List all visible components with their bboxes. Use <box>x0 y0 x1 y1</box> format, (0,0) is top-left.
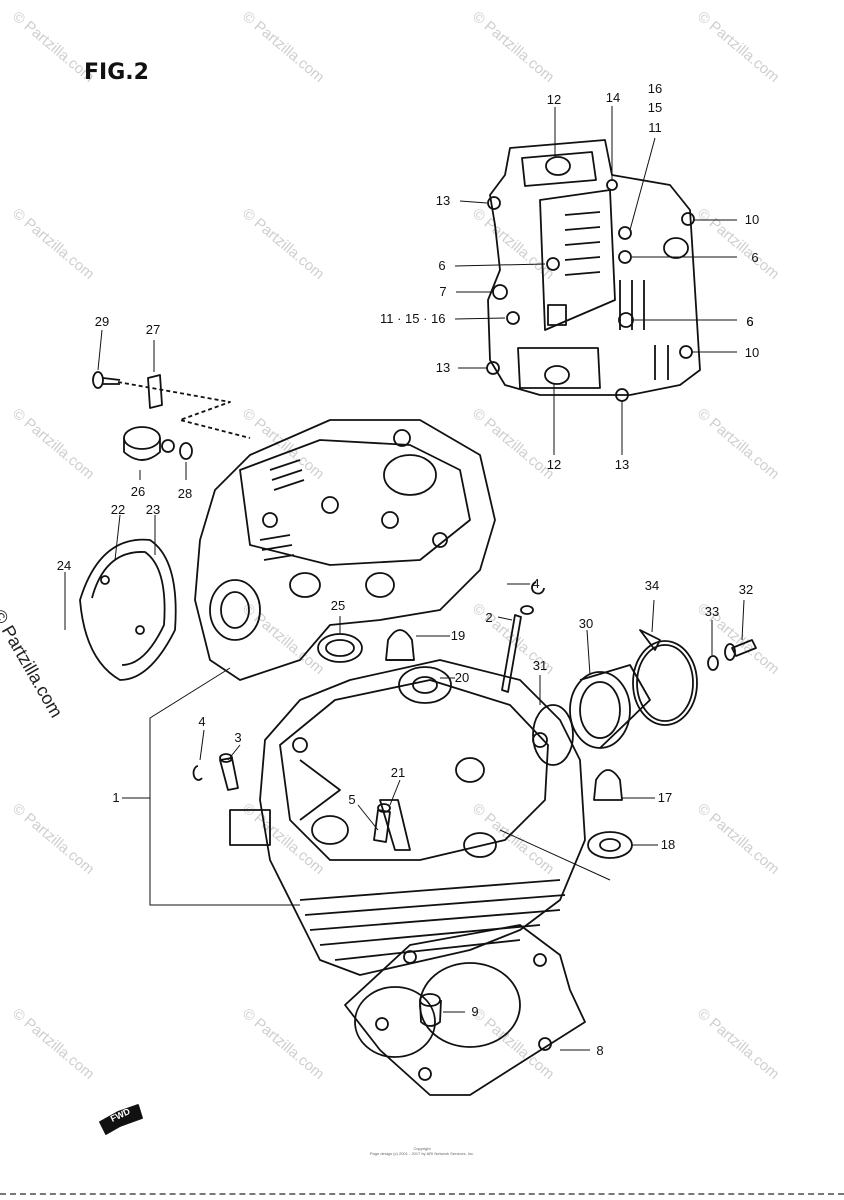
guide-drawing <box>219 753 239 791</box>
callout-number: 15 <box>647 100 663 115</box>
figure-title: FIG.2 <box>84 60 149 85</box>
callout-number: 14 <box>605 90 621 105</box>
callout-number: 3 <box>234 730 242 745</box>
copyright-notice: Copyright Page design (c) 2001 - 2017 by… <box>330 1146 514 1156</box>
callout-number: 8 <box>596 1043 604 1058</box>
callout-number: 4 <box>532 576 540 591</box>
callout-number: 1 <box>112 790 120 805</box>
stud-drawing <box>501 605 534 693</box>
callout-number: 6 <box>751 250 759 265</box>
callout-number: 17 <box>657 790 673 805</box>
callout-number: 30 <box>578 616 594 631</box>
callout-number: 28 <box>177 486 193 501</box>
callout-number: 27 <box>145 322 161 337</box>
callout-number: 31 <box>532 658 548 673</box>
callout-number: 12 <box>546 92 562 107</box>
callout-number: 7 <box>439 284 447 299</box>
callout-number: 6 <box>438 258 446 273</box>
callout-number: 6 <box>746 314 754 329</box>
callout-number: 33 <box>704 604 720 619</box>
cylinder-head-drawing <box>229 659 586 976</box>
callout-number: 23 <box>145 502 161 517</box>
callout-number: 18 <box>660 837 676 852</box>
callout-number: 29 <box>94 314 110 329</box>
callout-number: 12 <box>546 457 562 472</box>
callout-number: 32 <box>738 582 754 597</box>
callout-number: 13 <box>435 360 451 375</box>
copyright-line: Page design (c) 2001 - 2017 by ARI Netwo… <box>369 1151 475 1156</box>
nut-washer-drawing <box>587 769 633 859</box>
clip-drawing <box>192 765 203 781</box>
callout-number: 9 <box>471 1004 479 1019</box>
callout-number: 10 <box>744 212 760 227</box>
callout-number: 25 <box>330 598 346 613</box>
copyright-line: Copyright <box>413 1146 431 1151</box>
callout-number: 6 <box>746 314 754 329</box>
callout-number: 21 <box>390 765 406 780</box>
clip-drawing <box>531 581 545 595</box>
bottom-dashed-border <box>0 1193 844 1195</box>
callout-number: 16 <box>647 81 663 96</box>
leader-lines <box>64 106 745 1051</box>
gasket-drawing <box>344 924 586 1096</box>
callout-number: 2 <box>485 610 493 625</box>
callout-number: 5 <box>348 792 356 807</box>
callout-number: 20 <box>454 670 470 685</box>
callout-number: 34 <box>644 578 660 593</box>
plug-drawing <box>123 426 193 461</box>
spark-plug-drawing <box>373 803 391 843</box>
callout-number: 26 <box>130 484 146 499</box>
head-cover-drawing <box>486 139 701 402</box>
callout-number: 13 <box>614 457 630 472</box>
callout-number: 24 <box>56 558 72 573</box>
cam-housing-drawing <box>194 419 496 681</box>
side-cover-drawing <box>79 538 177 681</box>
callout-number: 11 <box>648 120 662 135</box>
callout-number: 13 <box>435 193 451 208</box>
screw-bracket-drawing <box>92 371 251 439</box>
callout-number: 4 <box>198 714 206 729</box>
callout-number: 11 · 15 · 16 <box>380 311 446 326</box>
callout-number: 10 <box>744 345 760 360</box>
callout-number: 22 <box>110 502 126 517</box>
callout-number: 19 <box>450 628 466 643</box>
cap-nut-drawing <box>385 629 415 661</box>
intake-drawing <box>532 629 757 766</box>
seal-drawing <box>317 633 363 663</box>
fwd-arrow-icon <box>99 1104 143 1135</box>
